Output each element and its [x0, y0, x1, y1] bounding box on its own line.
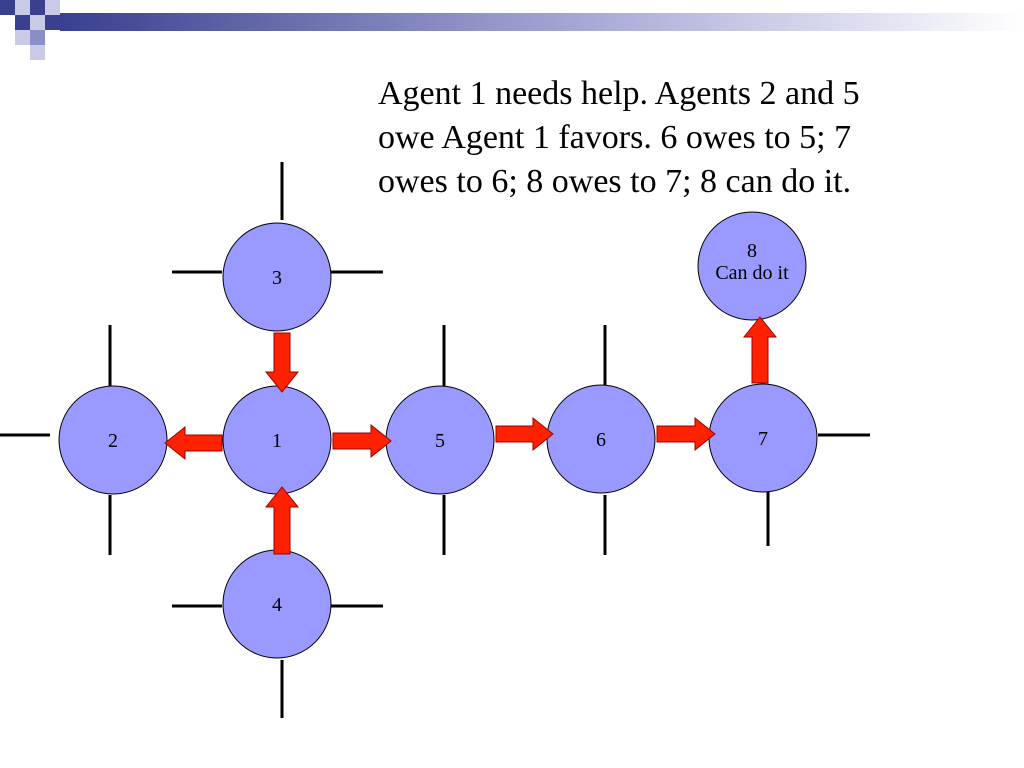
- connection-lines: [0, 162, 870, 718]
- favor-arrow-1-5: [332, 423, 392, 459]
- banner-square: [15, 0, 30, 15]
- agent-label: 4: [272, 594, 282, 616]
- favor-arrow-6-7: [656, 416, 716, 452]
- caption-line: owe Agent 1 favors. 6 owes to 5; 7: [378, 119, 852, 156]
- banner-square: [45, 15, 60, 30]
- banner-square: [30, 0, 45, 15]
- agent-label: 7: [758, 428, 768, 450]
- agent-label: 3: [272, 267, 282, 289]
- agent-node-2: 2: [58, 385, 168, 495]
- agent-node-7: 7: [708, 383, 818, 493]
- agent-label: 2: [108, 430, 118, 452]
- agent-label: 8: [747, 240, 757, 262]
- favor-arrow-7-8: [742, 316, 778, 384]
- favor-arrow-5-6: [495, 416, 554, 452]
- caption-line: Agent 1 needs help. Agents 2 and 5: [378, 75, 860, 112]
- agent-circle: [222, 222, 332, 332]
- banner-gradient-bar: [60, 13, 1024, 31]
- favor-arrow-3-1: [264, 332, 300, 393]
- caption-text: Agent 1 needs help. Agents 2 and 5 owe A…: [378, 72, 978, 204]
- banner-square: [15, 15, 30, 30]
- favor-arrow-4-1: [264, 486, 300, 555]
- agent-circle: [58, 385, 168, 495]
- banner-square: [15, 30, 30, 45]
- caption-line: owes to 6; 8 owes to 7; 8 can do it.: [378, 163, 852, 200]
- banner-square: [30, 45, 45, 60]
- agent-node-1: 1: [222, 385, 332, 495]
- agent-node-4: 4: [222, 549, 332, 659]
- agent-label: 1: [272, 430, 282, 452]
- banner-square: [45, 0, 60, 15]
- banner-square: [30, 30, 45, 45]
- agent-label: 5: [435, 430, 445, 452]
- banner-square: [0, 0, 15, 15]
- title-banner-decoration: [0, 0, 1024, 60]
- agent-circle: [697, 211, 807, 321]
- banner-square: [30, 15, 45, 30]
- agent-label: 6: [596, 429, 606, 451]
- arrows-layer: [164, 316, 778, 555]
- agent-node-3: 3: [222, 222, 332, 332]
- agent-node-6: 6: [546, 384, 656, 494]
- agent-label: Can do it: [715, 262, 789, 284]
- agent-node-5: 5: [385, 385, 495, 495]
- favor-arrow-1-2: [164, 425, 223, 461]
